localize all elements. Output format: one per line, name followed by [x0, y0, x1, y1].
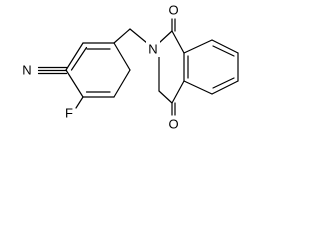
ring-bond: [65, 42, 84, 71]
ring-bond: [211, 39, 239, 54]
fluorine-bond: [75, 96, 84, 109]
ring-bond: [211, 80, 239, 95]
oxygen-top-label: O: [168, 3, 178, 18]
atom-labels: N F N O O: [20, 2, 180, 132]
benzene-ring-left: [65, 42, 131, 98]
nitrile-nitrogen-label: N: [22, 63, 31, 78]
benzene-ring-right: [183, 39, 239, 95]
carbonyl-bonds: [171, 18, 176, 116]
linker-bond: [129, 28, 148, 44]
imide-bond: [171, 80, 185, 104]
ring-bond: [65, 69, 84, 98]
methylene-linker: [113, 28, 148, 44]
ring-bond: [113, 69, 131, 98]
imide-ring: [158, 30, 185, 104]
linker-bond: [113, 28, 131, 44]
imide-bond: [158, 90, 173, 104]
ring-bond: [183, 39, 213, 54]
imide-bond: [158, 30, 173, 44]
chemical-structure-diagram: N F N O O: [20, 2, 239, 132]
ring-bond: [113, 42, 131, 71]
ring-double-bond: [212, 45, 235, 57]
ring-bond: [183, 80, 213, 95]
fluorine-label: F: [65, 106, 73, 121]
ring-double-bond: [212, 77, 235, 89]
imide-bond: [171, 30, 185, 54]
ring-double-bond: [70, 46, 88, 71]
imide-nitrogen-label: N: [148, 42, 157, 57]
nitrile-group: [37, 66, 68, 75]
oxygen-bottom-label: O: [168, 117, 178, 132]
